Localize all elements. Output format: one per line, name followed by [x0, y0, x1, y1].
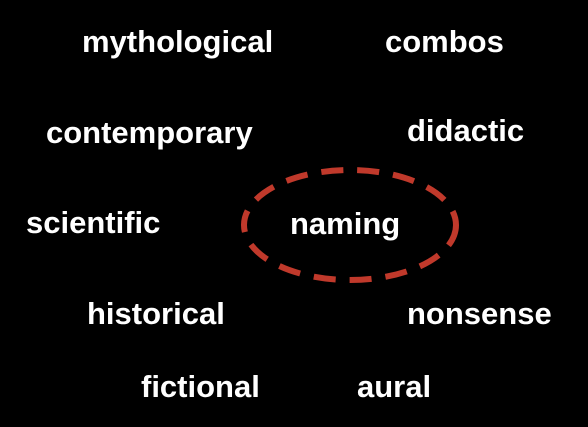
word-combos: combos	[385, 24, 504, 59]
word-fictional: fictional	[141, 369, 260, 404]
word-aural: aural	[357, 369, 432, 404]
word-didactic: didactic	[407, 113, 525, 148]
word-scientific: scientific	[26, 205, 161, 240]
word-naming: naming	[290, 206, 401, 241]
word-contemporary: contemporary	[46, 115, 253, 150]
word-mythological: mythological	[82, 24, 274, 59]
word-nonsense: nonsense	[407, 296, 552, 331]
word-historical: historical	[87, 296, 225, 331]
